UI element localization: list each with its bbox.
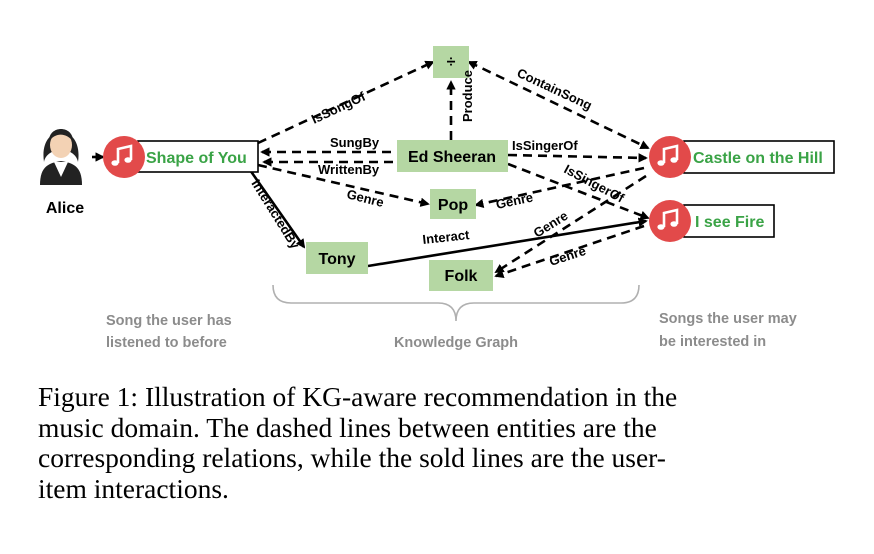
- song-label: I see Fire: [695, 214, 764, 231]
- song-i-see-fire: I see Fire: [649, 200, 775, 242]
- entity-ed-sheeran: Ed Sheeran: [397, 140, 508, 172]
- entity-label: Ed Sheeran: [408, 149, 496, 166]
- note-left-line1: Song the user has: [106, 313, 232, 329]
- entity-division-album: ÷: [433, 46, 469, 78]
- relation-label: Produce: [460, 70, 475, 122]
- relation-label: InteractedBy: [248, 177, 303, 252]
- song-label: Shape of You: [146, 150, 247, 167]
- relation-label: IsSingerOf: [562, 161, 628, 205]
- kg-diagram: Alice Shape of You Castle on the Hill I …: [40, 46, 835, 351]
- edge-issongof: [257, 60, 435, 145]
- entity-label: Pop: [438, 197, 468, 214]
- relation-label: SungBy: [330, 135, 380, 150]
- edge-issingerof-fire: [507, 162, 650, 220]
- edge-genre-castle-pop: [474, 166, 645, 208]
- song-label: Castle on the Hill: [693, 150, 823, 167]
- edge-interactedby: [248, 169, 306, 249]
- relation-label: Interact: [422, 227, 471, 247]
- edge-issingerof-castle: [507, 153, 648, 163]
- song-shape-of-you: Shape of You: [103, 136, 259, 178]
- edge-genre-fire-folk: [494, 224, 645, 279]
- note-middle: Knowledge Graph: [394, 335, 518, 351]
- entity-label: Folk: [445, 268, 478, 285]
- caption-line: music domain. The dashed lines between e…: [38, 411, 657, 443]
- edge-containsong: [467, 60, 650, 150]
- user-alice: Alice: [40, 129, 84, 217]
- knowledge-graph-brace: [272, 284, 640, 322]
- note-left-line2: listened to before: [106, 335, 227, 351]
- relation-label: Genre: [495, 189, 535, 211]
- figure-caption: Figure 1: Illustration of KG-aware recom…: [38, 381, 838, 504]
- edges: [92, 60, 650, 279]
- entity-tony: Tony: [306, 242, 368, 274]
- entity-label: ÷: [447, 54, 456, 71]
- edge-interact: [367, 217, 648, 268]
- entity-label: Tony: [318, 251, 355, 268]
- song-castle-on-the-hill: Castle on the Hill: [649, 136, 835, 178]
- relation-label: WrittenBy: [318, 162, 380, 177]
- user-avatar-icon: [40, 129, 82, 185]
- caption-line: corresponding relations, while the sold …: [38, 442, 666, 473]
- relation-label: Genre: [345, 186, 385, 210]
- caption-line: Figure 1: Illustration of KG-aware recom…: [38, 381, 678, 412]
- relation-label: IsSongOf: [309, 88, 368, 126]
- relation-label: Genre: [547, 243, 587, 269]
- caption-line: item interactions.: [38, 472, 229, 504]
- entity-folk: Folk: [429, 260, 493, 291]
- relation-label: IsSingerOf: [512, 138, 578, 153]
- note-right-line2: be interested in: [659, 334, 766, 350]
- user-name: Alice: [46, 200, 84, 217]
- note-right-line1: Songs the user may: [659, 311, 797, 327]
- entity-pop: Pop: [430, 189, 476, 219]
